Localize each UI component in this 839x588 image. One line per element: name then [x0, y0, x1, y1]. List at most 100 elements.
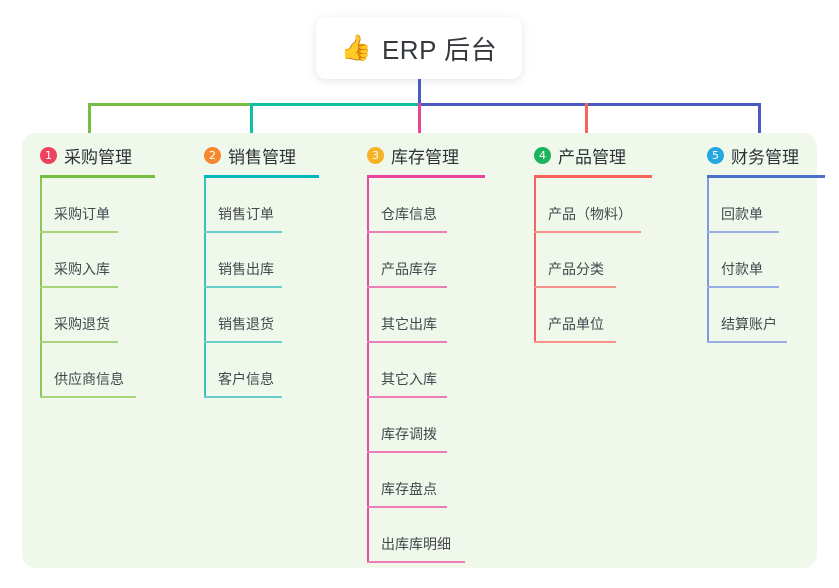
bus-connector-blue	[418, 103, 761, 106]
column-header-rule	[367, 175, 485, 178]
branch-column-2: 2 销售管理销售订单销售出库销售退货客户信息	[186, 142, 319, 398]
branch-column-1: 1 采购管理采购订单采购入库采购退货供应商信息	[22, 142, 155, 398]
drop-connector-2	[250, 103, 253, 133]
leaf-item[interactable]: 仓库信息	[349, 178, 485, 233]
drop-connector-5	[758, 103, 761, 133]
leaf-item-label: 仓库信息	[381, 206, 437, 222]
leaf-item-rule	[367, 286, 447, 288]
column-number-badge: 4	[534, 146, 551, 164]
leaf-item[interactable]: 供应商信息	[22, 343, 155, 398]
leaf-item-rule	[534, 286, 616, 288]
leaf-item-label: 出库库明细	[381, 536, 451, 552]
leaf-item[interactable]: 回款单	[689, 178, 825, 233]
column-header-4[interactable]: 4 产品管理	[516, 142, 652, 168]
leaf-item[interactable]: 销售订单	[186, 178, 319, 233]
column-items: 仓库信息产品库存其它出库其它入库库存调拨库存盘点出库库明细	[349, 178, 485, 563]
leaf-item[interactable]: 销售出库	[186, 233, 319, 288]
leaf-item-rule	[204, 231, 282, 233]
drop-connector-4	[585, 103, 588, 133]
leaf-item-rule	[534, 341, 616, 343]
column-number-badge: 3	[367, 146, 384, 164]
column-spine	[367, 178, 369, 563]
column-title: 销售管理	[228, 147, 296, 167]
leaf-item[interactable]: 其它入库	[349, 343, 485, 398]
column-header-2[interactable]: 2 销售管理	[186, 142, 319, 168]
leaf-item-rule	[367, 451, 447, 453]
leaf-item-label: 回款单	[721, 206, 763, 222]
leaf-item[interactable]: 采购退货	[22, 288, 155, 343]
leaf-item[interactable]: 结算账户	[689, 288, 825, 343]
leaf-item-label: 其它入库	[381, 371, 437, 387]
column-header-rule	[707, 175, 825, 178]
column-title: 产品管理	[558, 147, 626, 167]
column-title: 采购管理	[64, 147, 132, 167]
column-header-rule	[534, 175, 652, 178]
column-spine	[534, 178, 536, 343]
column-items: 销售订单销售出库销售退货客户信息	[186, 178, 319, 398]
leaf-item[interactable]: 库存盘点	[349, 453, 485, 508]
column-items: 产品（物料） 产品分类产品单位	[516, 178, 652, 343]
leaf-item-label: 产品（物料）	[548, 206, 632, 222]
leaf-item-label: 供应商信息	[54, 371, 124, 387]
column-header-rule	[40, 175, 155, 178]
column-spine	[40, 178, 42, 398]
leaf-item[interactable]: 采购入库	[22, 233, 155, 288]
root-stem-connector	[418, 79, 421, 104]
column-items: 采购订单采购入库采购退货供应商信息	[22, 178, 155, 398]
leaf-item-label: 库存盘点	[381, 481, 437, 497]
leaf-item[interactable]: 产品（物料）	[516, 178, 652, 233]
column-title: 财务管理	[731, 147, 799, 167]
leaf-item-rule	[367, 396, 447, 398]
leaf-item[interactable]: 付款单	[689, 233, 825, 288]
leaf-item-rule	[40, 396, 136, 398]
leaf-item[interactable]: 其它出库	[349, 288, 485, 343]
leaf-item[interactable]: 销售退货	[186, 288, 319, 343]
leaf-item-rule	[367, 506, 447, 508]
column-spine	[204, 178, 206, 398]
leaf-item-label: 产品库存	[381, 261, 437, 277]
column-header-3[interactable]: 3 库存管理	[349, 142, 485, 168]
column-title: 库存管理	[391, 147, 459, 167]
leaf-item-label: 产品单位	[548, 316, 604, 332]
leaf-item-label: 客户信息	[218, 371, 274, 387]
column-number-badge: 2	[204, 146, 221, 164]
leaf-item-rule	[707, 341, 787, 343]
column-number-badge: 1	[40, 146, 57, 164]
bus-connector-green	[88, 103, 251, 106]
leaf-item-rule	[367, 341, 447, 343]
branch-column-4: 4 产品管理产品（物料） 产品分类产品单位	[516, 142, 652, 343]
leaf-item[interactable]: 库存调拨	[349, 398, 485, 453]
leaf-item-label: 其它出库	[381, 316, 437, 332]
leaf-item-label: 采购订单	[54, 206, 110, 222]
root-node[interactable]: 👍 ERP 后台	[316, 17, 522, 79]
column-items: 回款单付款单结算账户	[689, 178, 825, 343]
leaf-item-rule	[707, 231, 779, 233]
root-node-label: ERP 后台	[381, 34, 498, 65]
leaf-item[interactable]: 客户信息	[186, 343, 319, 398]
leaf-item-label: 销售订单	[218, 206, 274, 222]
leaf-item-label: 付款单	[721, 261, 763, 277]
thumbs-up-icon: 👍	[340, 33, 372, 62]
leaf-item-rule	[204, 286, 282, 288]
leaf-item[interactable]: 出库库明细	[349, 508, 485, 563]
leaf-item[interactable]: 产品库存	[349, 233, 485, 288]
leaf-item-rule	[367, 231, 447, 233]
leaf-item[interactable]: 产品单位	[516, 288, 652, 343]
column-header-1[interactable]: 1 采购管理	[22, 142, 155, 168]
leaf-item-rule	[707, 286, 779, 288]
leaf-item-label: 销售退货	[218, 316, 274, 332]
branch-column-3: 3 库存管理仓库信息产品库存其它出库其它入库库存调拨库存盘点出库库明细	[349, 142, 485, 563]
bus-connector-teal	[250, 103, 419, 106]
leaf-item-rule	[367, 561, 465, 563]
leaf-item-rule	[204, 396, 282, 398]
leaf-item-label: 结算账户	[721, 316, 777, 332]
leaf-item-rule	[40, 341, 118, 343]
leaf-item-label: 产品分类	[548, 261, 604, 277]
leaf-item[interactable]: 采购订单	[22, 178, 155, 233]
leaf-item-rule	[40, 286, 118, 288]
drop-connector-3	[418, 103, 421, 133]
leaf-item[interactable]: 产品分类	[516, 233, 652, 288]
